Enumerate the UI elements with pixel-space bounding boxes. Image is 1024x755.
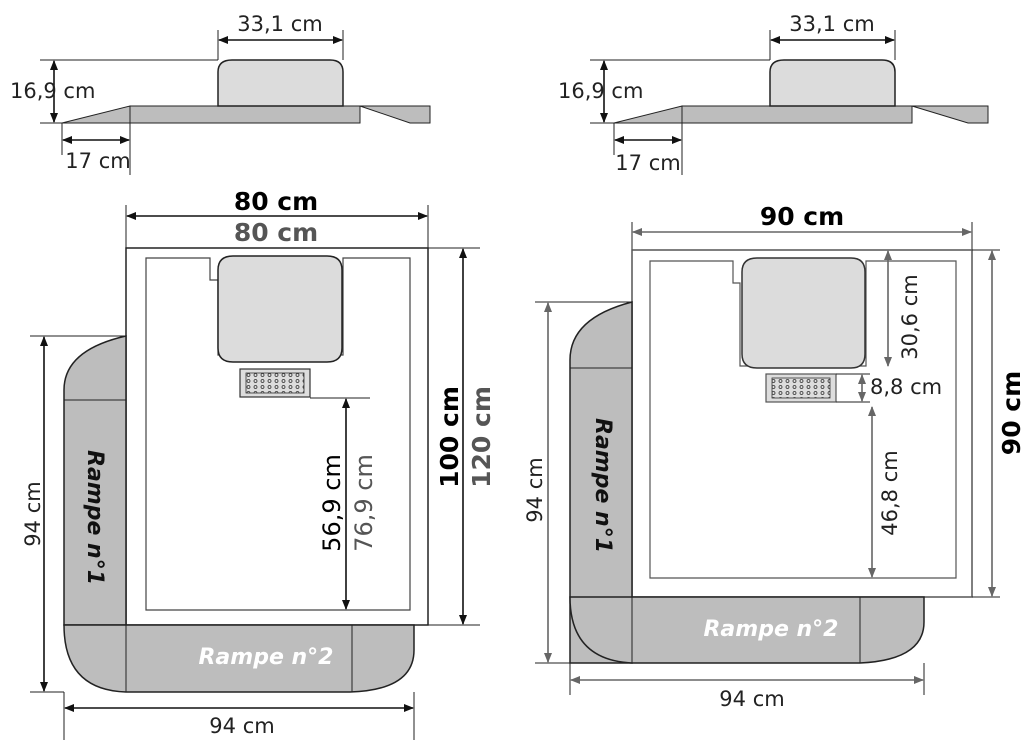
left-profile-height-label: 16,9 cm (10, 79, 95, 103)
right-seat-depth-label: 30,6 cm (898, 274, 922, 359)
right-ramp1-label: Rampe n°1 (590, 418, 615, 553)
left-seat (217, 255, 343, 363)
left-ramp2-label: Rampe n°2 (198, 645, 333, 670)
left-ramp1 (63, 335, 127, 626)
right-profile-view: 33,1 cm 16,9 cm 17 cm (558, 12, 989, 175)
left-ramp1-length-label: 94 cm (21, 481, 45, 546)
right-profile-base (681, 105, 913, 124)
right-profile-seat (769, 59, 896, 107)
right-drain-depth-label: 8,8 cm (870, 375, 942, 399)
right-profile-ramp-right (911, 105, 989, 124)
left-ramp2-length-label: 94 cm (209, 714, 274, 738)
left-depth-label-2: 120 cm (467, 386, 496, 488)
right-ramp2-length-label: 94 cm (719, 687, 784, 711)
left-ramp2 (63, 624, 415, 693)
right-profile-width-label: 33,1 cm (789, 12, 874, 36)
left-profile-view: 33,1 cm 16,9 cm 17 cm (10, 12, 431, 175)
right-depth-label: 90 cm (997, 371, 1024, 455)
right-ramp1 (569, 301, 633, 664)
left-drain-distance-label-1: 56,9 cm (318, 454, 346, 552)
left-profile-seat (217, 59, 344, 107)
left-profile-ramp-left (61, 105, 131, 124)
right-tray-inner-basin (649, 260, 957, 579)
right-plan-view: 90 cm Rampe n°1 Rampe n°2 94 cm 94 cm 30… (523, 202, 1024, 711)
right-drain-distance-label: 46,8 cm (878, 450, 902, 535)
left-depth-label-1: 100 cm (435, 386, 464, 488)
left-profile-width-label: 33,1 cm (237, 12, 322, 36)
left-drain-distance-label-2: 76,9 cm (350, 454, 378, 552)
right-ramp2-label: Rampe n°2 (703, 617, 838, 642)
left-plan-view: 80 cm 80 cm Rampe n°1 Rampe n°2 94 cm 94… (21, 187, 496, 740)
left-ramp1-label: Rampe n°1 (82, 450, 107, 585)
right-seat (741, 257, 866, 369)
left-width-label-2: 80 cm (234, 218, 318, 247)
left-profile-base (129, 105, 361, 124)
right-width-label: 90 cm (760, 202, 844, 231)
right-profile-ramp-left (613, 105, 683, 124)
left-profile-ramp-label: 17 cm (65, 149, 130, 173)
left-tray-inner-basin (145, 257, 411, 611)
right-profile-height-label: 16,9 cm (558, 79, 643, 103)
right-profile-ramp-label: 17 cm (615, 151, 680, 175)
left-width-label-1: 80 cm (234, 187, 318, 216)
right-ramp1-length-label: 94 cm (523, 457, 547, 522)
left-profile-ramp-right (359, 105, 431, 124)
